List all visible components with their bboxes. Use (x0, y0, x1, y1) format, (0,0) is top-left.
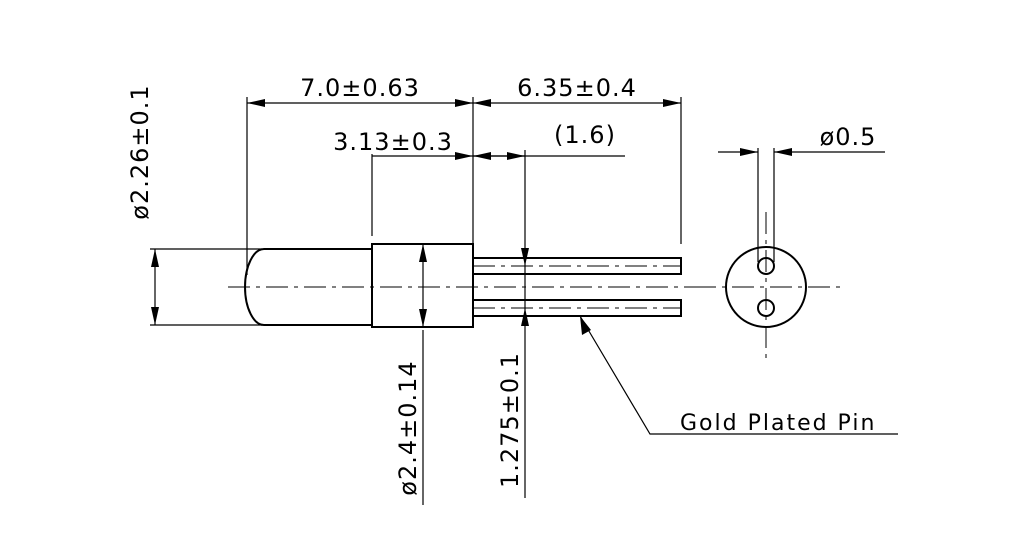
arrow (663, 99, 681, 107)
arrow (151, 307, 159, 325)
label-overall-length: 7.0±0.63 (300, 74, 420, 102)
label-pin-length: 6.35±0.4 (517, 74, 637, 102)
label-pin-offset: (1.6) (554, 121, 616, 149)
arrow (455, 99, 473, 107)
end-view (694, 148, 885, 360)
label-lens-diameter: ø2.26±0.1 (126, 84, 154, 219)
side-view (228, 243, 700, 328)
dimension-lines (151, 99, 681, 327)
arrow (455, 152, 473, 160)
arrow (473, 99, 491, 107)
label-base-length: 3.13±0.3 (333, 128, 453, 156)
label-pin-diameter: ø0.5 (820, 123, 877, 151)
label-body-diameter: ø2.4±0.14 (394, 360, 422, 495)
arrow (580, 316, 591, 335)
arrow (151, 249, 159, 267)
arrow (419, 244, 427, 262)
arrow (507, 152, 525, 160)
label-pin-spacing: 1.275±0.1 (496, 352, 524, 488)
arrow (740, 148, 758, 156)
label-gold-plated-pin: Gold Plated Pin (680, 411, 876, 436)
arrow (521, 308, 529, 326)
leader-line (579, 315, 898, 435)
pin-callout-leader (579, 315, 898, 435)
arrow (419, 309, 427, 327)
arrow (774, 148, 792, 156)
arrow (247, 99, 265, 107)
arrow (473, 152, 491, 160)
arrow (521, 248, 529, 266)
dimension-labels: 7.0±0.63 6.35±0.4 3.13±0.3 (1.6) ø0.5 ø2… (126, 74, 877, 496)
